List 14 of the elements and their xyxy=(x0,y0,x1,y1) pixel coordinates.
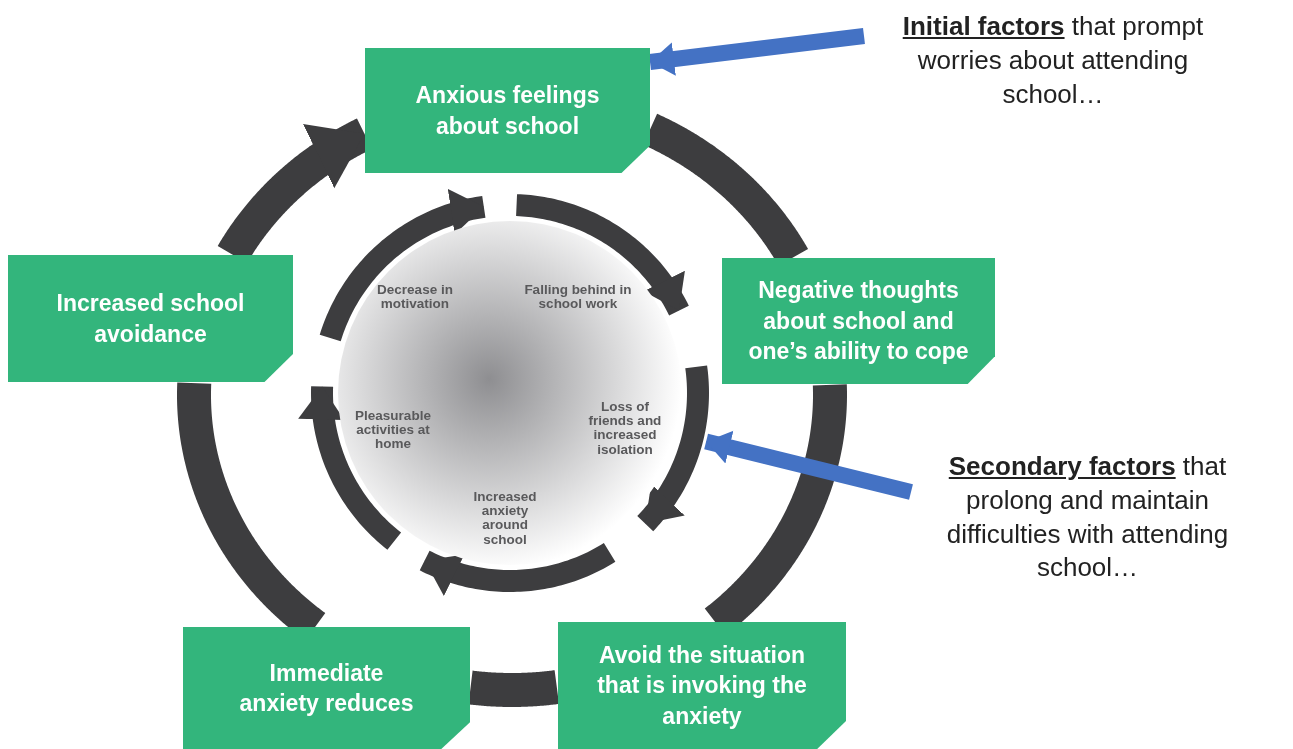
process-box: Avoid the situation that is invoking the anxiety xyxy=(558,622,846,749)
note-text: Initial factors that prompt worries about attending school… xyxy=(868,10,1238,112)
cycle-label: Decrease in motivation xyxy=(367,282,463,312)
block-arrow xyxy=(704,430,913,500)
cycle-label: Falling behind in school work xyxy=(515,282,641,312)
process-box: Immediate anxiety reduces xyxy=(183,627,470,749)
process-box: Anxious feelings about school xyxy=(365,48,650,173)
cycle-label: Pleasurable activities at home xyxy=(349,408,437,452)
note-text: Secondary factors that prolong and maintain difficulties with attending school… xyxy=(915,450,1260,586)
process-box: Negative thoughts about school and one’s ability to cope xyxy=(722,258,995,384)
block-arrow xyxy=(649,28,865,76)
process-box: Increased school avoidance xyxy=(8,255,293,382)
cycle-label: Loss of friends and increased isolation xyxy=(577,399,673,457)
cycle-label: Increased anxiety around school xyxy=(465,489,545,547)
